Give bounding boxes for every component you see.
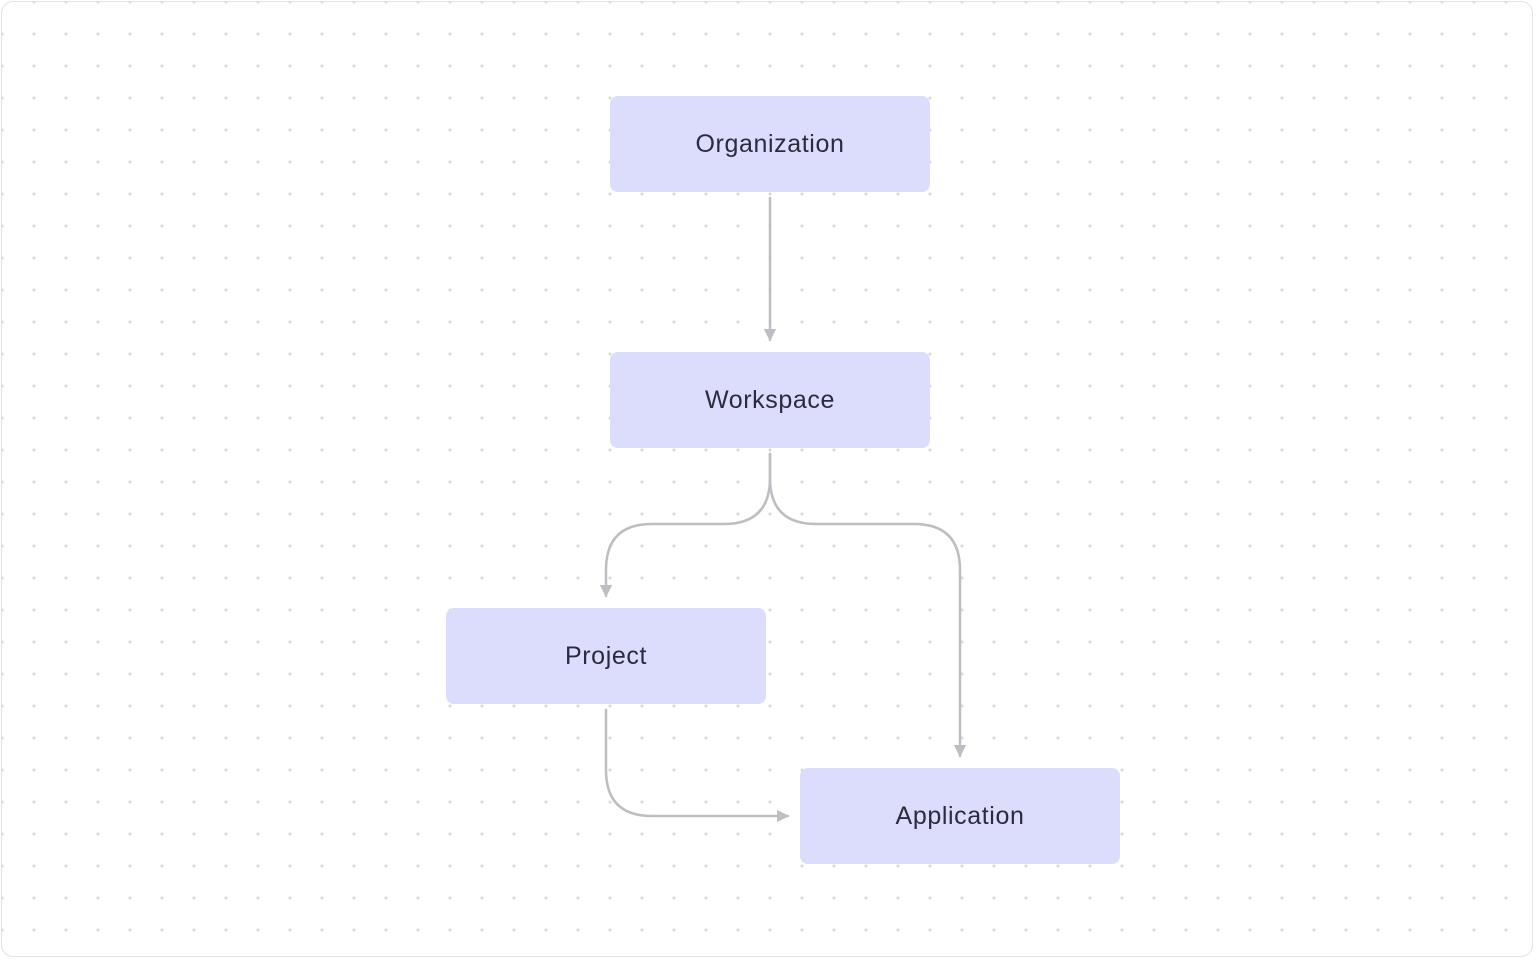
node-workspace-label: Workspace bbox=[705, 385, 835, 414]
node-organization[interactable]: Organization bbox=[610, 96, 930, 192]
node-project-label: Project bbox=[564, 641, 647, 670]
node-project[interactable]: Project bbox=[446, 608, 766, 704]
node-application-label: Application bbox=[895, 801, 1025, 830]
node-organization-label: Organization bbox=[695, 129, 845, 158]
node-workspace[interactable]: Workspace bbox=[610, 352, 930, 448]
node-application[interactable]: Application bbox=[800, 768, 1120, 864]
